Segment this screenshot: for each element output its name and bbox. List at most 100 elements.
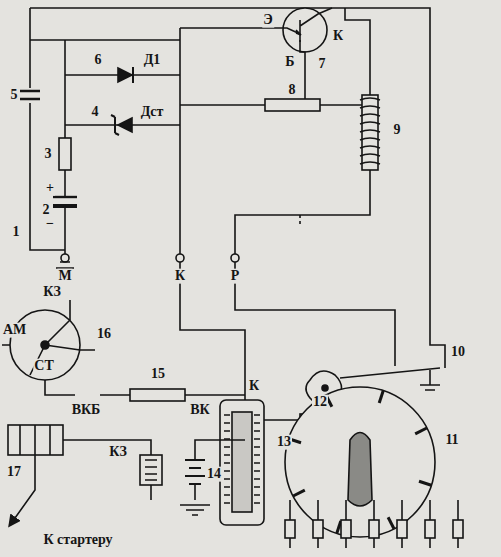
coil-winding bbox=[360, 154, 380, 156]
callout-number: 10 bbox=[450, 345, 466, 360]
coil-winding bbox=[224, 430, 260, 432]
distributor bbox=[285, 387, 463, 548]
coil-winding bbox=[360, 138, 380, 140]
spark-plug bbox=[373, 538, 375, 548]
terminal-name: АМ bbox=[2, 323, 27, 338]
callout-number: 12 bbox=[312, 395, 328, 410]
spark-plug bbox=[457, 538, 459, 548]
terminal-name: ВК bbox=[189, 403, 211, 418]
wire bbox=[332, 8, 370, 95]
spark-plug bbox=[397, 520, 407, 538]
spark-plug bbox=[285, 520, 295, 538]
plug-wire bbox=[289, 500, 291, 520]
terminal bbox=[61, 254, 69, 262]
pin-name: Э bbox=[262, 13, 274, 28]
spark-plug bbox=[429, 538, 431, 548]
pin-name: Б bbox=[284, 55, 295, 70]
callout-number: 8 bbox=[288, 83, 297, 98]
ground-symbol bbox=[56, 262, 74, 268]
distributor-contact bbox=[293, 490, 305, 496]
terminal-name: К bbox=[248, 379, 260, 394]
resistor-symbol bbox=[59, 138, 71, 170]
callout-number: 3 bbox=[44, 147, 53, 162]
electrolytic-capacitor bbox=[53, 196, 77, 208]
spark-plug bbox=[289, 538, 291, 548]
terminal-name: КЗ bbox=[108, 445, 128, 460]
coil-winding bbox=[224, 422, 260, 424]
callout-number: 2 bbox=[42, 203, 51, 218]
callout-number: 14 bbox=[206, 467, 222, 482]
component-name: Дст bbox=[140, 105, 165, 120]
terminal-name: К bbox=[174, 269, 186, 284]
wire bbox=[235, 262, 395, 360]
plug-wire bbox=[457, 500, 459, 520]
coil-winding bbox=[224, 446, 260, 448]
resistor-symbol bbox=[265, 99, 320, 111]
transistor-symbol bbox=[180, 8, 332, 105]
callout-number: 13 bbox=[276, 435, 292, 450]
callout-number: 5 bbox=[10, 88, 19, 103]
resistor-symbol bbox=[130, 389, 185, 401]
coil-winding bbox=[360, 122, 380, 124]
distributor-contact bbox=[388, 517, 394, 529]
coil-winding bbox=[224, 502, 260, 504]
terminal-name: М bbox=[57, 269, 72, 284]
spark-plug bbox=[401, 538, 403, 548]
coil-winding bbox=[224, 454, 260, 456]
callout-number: 11 bbox=[444, 433, 459, 448]
terminal-name: КЗ bbox=[42, 285, 62, 300]
ignition-switch bbox=[2, 300, 245, 395]
diode-symbol bbox=[118, 67, 133, 83]
coil-winding bbox=[224, 462, 260, 464]
plug-wire bbox=[429, 500, 431, 520]
callout-number: 6 bbox=[94, 53, 103, 68]
coil-symbol bbox=[360, 95, 380, 170]
distributor-contact bbox=[337, 521, 341, 533]
callout-number: 15 bbox=[150, 367, 166, 382]
wire bbox=[179, 28, 181, 255]
plug-wire bbox=[373, 500, 375, 520]
terminal bbox=[176, 254, 184, 262]
coil-winding bbox=[360, 106, 380, 108]
spark-plug bbox=[341, 520, 351, 538]
power-wire bbox=[30, 8, 430, 300]
callout-number: 4 bbox=[91, 105, 100, 120]
polarity-sign: + bbox=[45, 181, 55, 196]
polarity-sign: − bbox=[45, 217, 55, 232]
wire bbox=[180, 262, 245, 400]
terminal bbox=[231, 254, 239, 262]
spark-plug bbox=[313, 520, 323, 538]
wire bbox=[65, 75, 180, 125]
callout-number: 17 bbox=[6, 465, 22, 480]
callout-number: 16 bbox=[96, 327, 112, 342]
note-text: К стартеру bbox=[42, 533, 113, 548]
distributor-contact bbox=[415, 428, 427, 434]
coil-winding bbox=[360, 130, 380, 132]
callout-number: 1 bbox=[12, 225, 21, 240]
terminal-name: СТ bbox=[33, 359, 54, 374]
power-wire bbox=[30, 8, 65, 250]
spark-plug bbox=[425, 520, 435, 538]
coil-winding bbox=[360, 162, 380, 164]
coil-winding bbox=[224, 414, 260, 416]
battery-symbol bbox=[180, 440, 245, 515]
capacitor-symbol bbox=[20, 88, 40, 103]
plug-wire bbox=[401, 500, 403, 520]
coil-winding bbox=[224, 470, 260, 472]
spark-plug bbox=[453, 520, 463, 538]
zener-diode-symbol bbox=[111, 115, 132, 135]
relay-symbol bbox=[90, 440, 162, 500]
spark-plug bbox=[369, 520, 379, 538]
plug-wire bbox=[345, 500, 347, 520]
coil-winding bbox=[360, 146, 380, 148]
callout-number: 7 bbox=[318, 57, 327, 72]
terminal-name: Р bbox=[230, 269, 241, 284]
wire bbox=[235, 170, 370, 255]
spark-plug bbox=[317, 538, 319, 548]
pin-name: К bbox=[332, 29, 344, 44]
component-name: Д1 bbox=[143, 53, 162, 68]
coil-winding bbox=[224, 494, 260, 496]
plug-wire bbox=[317, 500, 319, 520]
wire bbox=[30, 39, 180, 41]
